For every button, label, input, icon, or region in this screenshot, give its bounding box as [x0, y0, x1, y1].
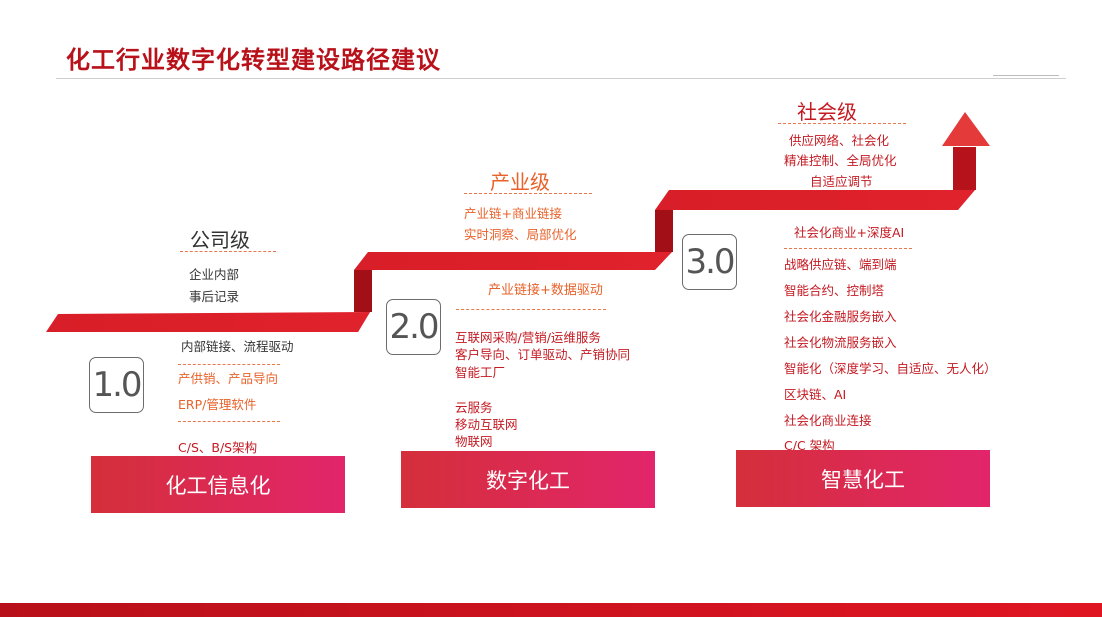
stage2-subhead-divider: [456, 309, 606, 310]
stage2-item-1: 互联网采购/营销/运维服务: [455, 330, 601, 345]
stage1-above-2: 事后记录: [189, 289, 240, 304]
page-title: 化工行业数字化转型建设路径建议: [66, 46, 441, 74]
stage3-above-2: 精准控制、全局优化: [784, 153, 897, 168]
stage3-level: 社会级: [797, 100, 857, 124]
ribbon-riser-2: [655, 210, 673, 252]
stage3-item-1: 战略供应链、端到端: [784, 257, 897, 272]
stage3-level-divider: [778, 123, 906, 124]
stage1-box-label: 化工信息化: [165, 473, 271, 498]
stage2-item-4: 云服务: [455, 400, 493, 415]
stage1-item-3: C/S、B/S架构: [178, 440, 258, 455]
stage3-subhead-divider: [784, 248, 912, 249]
stage3-item-8: C/C 架构: [784, 438, 835, 453]
stage3-above-3: 自适应调节: [810, 174, 873, 189]
stage3-item-6: 区块链、AI: [784, 387, 847, 402]
stage1-above-1: 企业内部: [189, 267, 240, 282]
stage3-subhead: 社会化商业+深度AI: [794, 225, 905, 240]
stage2-item-6: 物联网: [455, 434, 493, 449]
arrow-head-icon: [942, 112, 990, 146]
stage3-item-4: 社会化物流服务嵌入: [784, 335, 897, 350]
stage2-item-2: 客户导向、订单驱动、产销协同: [455, 347, 631, 362]
stage2-box: 数字化工: [401, 451, 655, 508]
footer-bar: [0, 603, 1102, 617]
stage1-subhead-divider: [178, 364, 280, 365]
stage3-box: 智慧化工: [736, 450, 990, 507]
stage3-item-5: 智能化（深度学习、自适应、无人化）: [784, 361, 997, 376]
stage1-item-2: ERP/管理软件: [178, 397, 257, 412]
stage3-item-7: 社会化商业连接: [784, 413, 872, 428]
stage1-item-1: 产供销、产品导向: [178, 371, 279, 386]
stage2-above-1: 产业链+商业链接: [464, 206, 562, 221]
title-divider-accent: [993, 75, 1059, 76]
stage3-item-2: 智能合约、控制塔: [784, 283, 885, 298]
ribbon-step-2: [354, 252, 672, 270]
stage2-level: 产业级: [490, 170, 550, 194]
ribbon-riser-1: [354, 270, 372, 312]
version-badge-2: 2.0: [386, 299, 441, 355]
stage2-subhead: 产业链接+数据驱动: [488, 283, 603, 298]
stage1-items-divider: [178, 421, 280, 422]
stage2-item-3: 智能工厂: [455, 365, 506, 380]
stage3-item-3: 社会化金融服务嵌入: [784, 309, 897, 324]
stage2-level-divider: [464, 193, 592, 194]
stage3-box-label: 智慧化工: [821, 467, 905, 492]
title-divider: [56, 78, 1066, 79]
stage2-item-5: 移动互联网: [455, 417, 518, 432]
version-badge-1: 1.0: [89, 357, 144, 413]
ribbon-step-3: [655, 190, 975, 210]
stage1-subhead: 内部链接、流程驱动: [181, 339, 294, 354]
stage2-box-label: 数字化工: [486, 468, 570, 493]
stage1-level-divider: [180, 251, 276, 252]
stage3-above-1: 供应网络、社会化: [789, 133, 890, 148]
stage1-level: 公司级: [190, 228, 250, 252]
version-badge-3: 3.0: [682, 234, 737, 290]
ribbon-riser-3: [953, 147, 976, 190]
stage1-box: 化工信息化: [91, 456, 345, 513]
stage2-above-2: 实时洞察、局部优化: [464, 227, 577, 242]
